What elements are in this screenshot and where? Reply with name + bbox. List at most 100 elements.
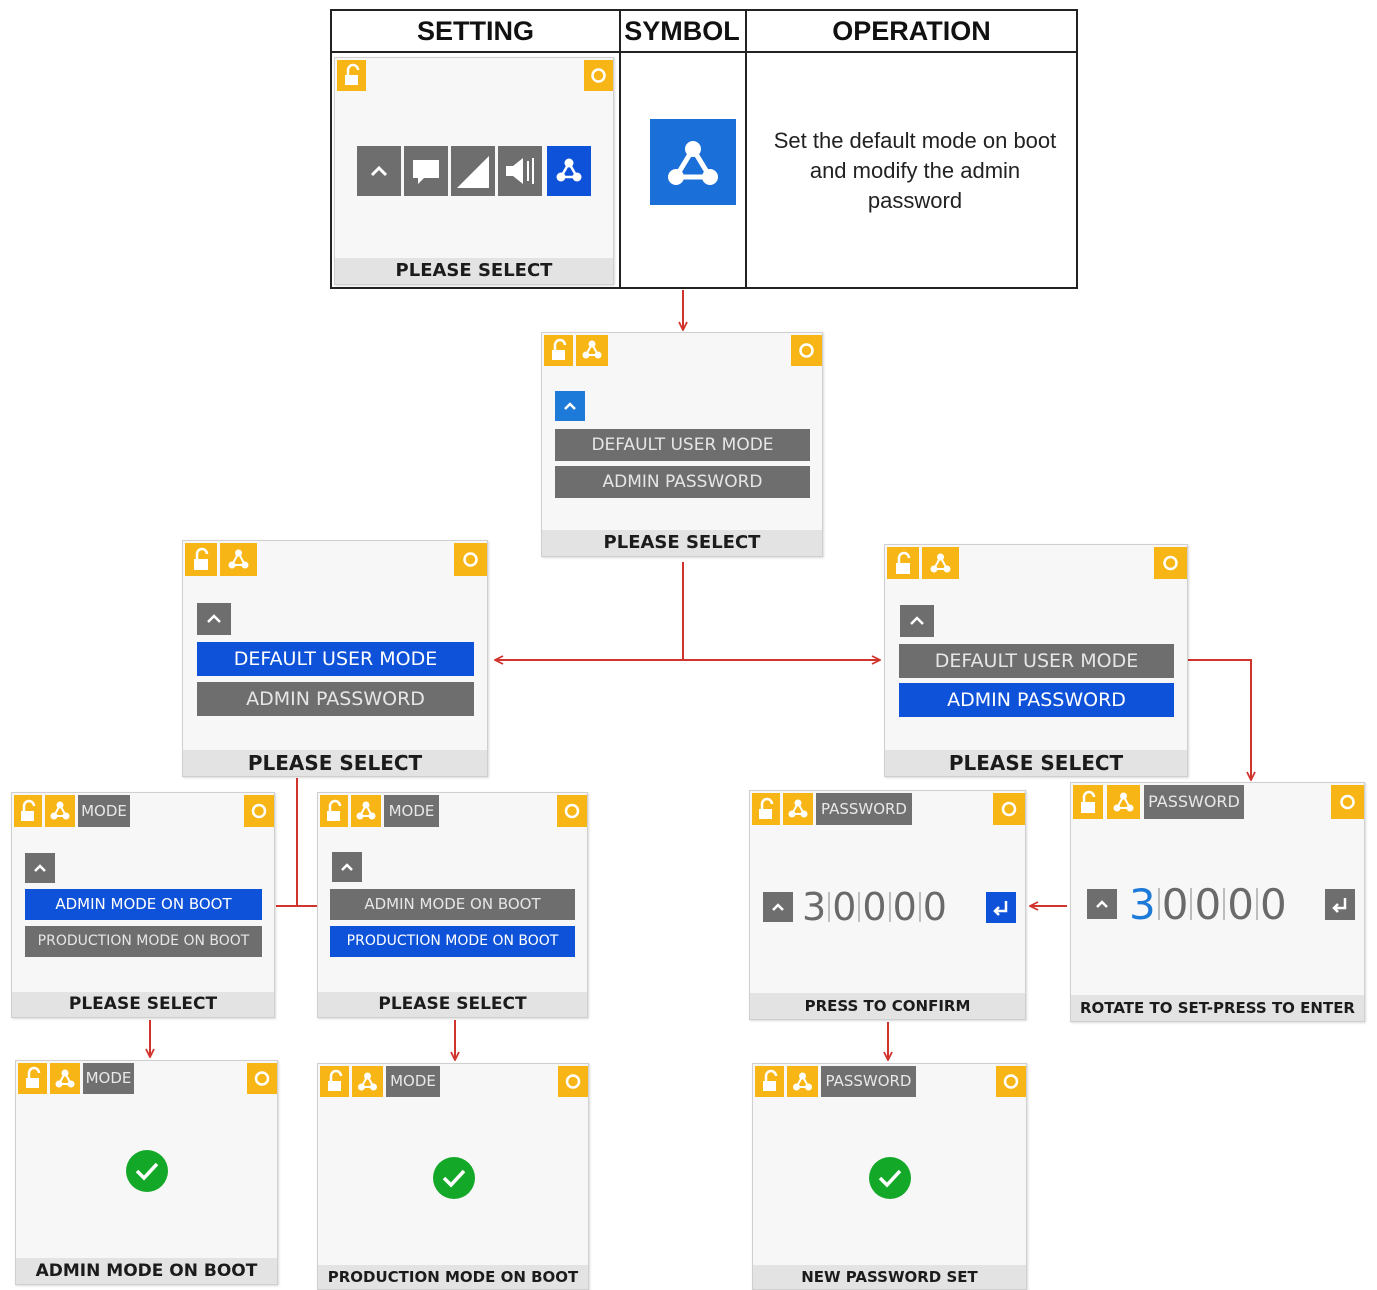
password-digit: 0 [1227,879,1254,929]
header-setting: SETTING [416,16,534,46]
screen-tag: MODE [83,1063,134,1094]
gear-icon[interactable] [584,60,613,91]
screen-tag: MODE [384,795,439,827]
unlock-icon [337,60,366,91]
network-icon [352,1066,383,1097]
screen-footer: PLEASE SELECT [335,258,613,284]
password-digit: 0 [892,885,917,929]
gear-icon[interactable] [558,1066,588,1097]
menu-item-default-user-mode[interactable]: DEFAULT USER MODE [197,642,474,676]
menu-item-default-user-mode[interactable]: DEFAULT USER MODE [899,644,1174,678]
menu-item-production-mode-on-boot[interactable]: PRODUCTION MODE ON BOOT [25,926,262,957]
screen-menu-password-selected: DEFAULT USER MODE ADMIN PASSWORD PLEASE … [884,544,1188,777]
menu-item-admin-password[interactable]: ADMIN PASSWORD [197,682,474,716]
password-digit: 0 [1161,879,1189,929]
gear-icon[interactable] [557,795,587,827]
screen-footer: PLEASE SELECT [542,530,822,556]
header-operation: OPERATION [832,16,991,46]
gear-icon[interactable] [993,793,1025,825]
header-symbol: SYMBOL [624,16,740,46]
network-icon [1107,785,1140,819]
screen-footer: PLEASE SELECT [183,750,487,776]
menu-item-default-user-mode[interactable]: DEFAULT USER MODE [555,429,810,461]
gear-icon[interactable] [454,543,487,576]
network-icon [787,1066,818,1097]
password-digit-active: 3 [1129,879,1156,929]
enter-icon[interactable] [986,892,1016,923]
screen-footer: PLEASE SELECT [885,750,1187,776]
speaker-icon[interactable] [498,146,542,196]
gear-icon[interactable] [244,795,274,827]
screen-production-mode-done: MODE PRODUCTION MODE ON BOOT [317,1063,589,1290]
network-icon [922,547,959,579]
screen-tag: PASSWORD [1144,785,1244,819]
screen-tag: MODE [78,795,130,827]
chevron-up-icon[interactable] [25,853,55,883]
network-icon [45,795,75,827]
menu-item-admin-password[interactable]: ADMIN PASSWORD [899,683,1174,717]
password-digit: 3 [802,885,827,929]
chevron-up-icon[interactable] [763,892,793,922]
screen-footer: ADMIN MODE ON BOOT [16,1258,277,1284]
network-icon [783,793,813,825]
screen-footer: PLEASE SELECT [12,992,274,1017]
unlock-icon [320,1066,349,1097]
password-digits[interactable]: 3 0 0 0 0 [1129,879,1287,929]
speech-bubble-icon[interactable] [404,146,448,196]
gear-icon[interactable] [1154,547,1187,579]
screen-tag: MODE [386,1066,440,1097]
network-icon [576,335,608,366]
chevron-up-icon[interactable] [332,852,362,882]
menu-item-admin-mode-on-boot[interactable]: ADMIN MODE ON BOOT [25,889,262,920]
unlock-icon [18,1063,47,1094]
gear-icon[interactable] [247,1063,277,1094]
screen-menu-default-selected: DEFAULT USER MODE ADMIN PASSWORD PLEASE … [182,540,488,777]
menu-item-production-mode-on-boot[interactable]: PRODUCTION MODE ON BOOT [330,926,575,957]
screen-password-done: PASSWORD NEW PASSWORD SET [752,1063,1027,1290]
unlock-icon [320,795,348,827]
password-digit: 0 [1194,879,1222,929]
unlock-icon [752,793,780,825]
screen-setting-preview: PLEASE SELECT [334,57,614,285]
chevron-up-icon[interactable] [197,603,231,635]
gear-icon[interactable] [996,1066,1026,1097]
network-icon [351,795,381,827]
unlock-icon [887,547,919,579]
screen-footer: ROTATE TO SET-PRESS TO ENTER [1071,995,1364,1021]
network-icon[interactable] [547,146,591,196]
password-digit: 0 [922,885,947,929]
checkmark-icon [869,1157,911,1199]
checkmark-icon [126,1150,168,1192]
unlock-icon [755,1066,784,1097]
network-icon [650,119,736,205]
screen-password-enter: PASSWORD 3 0 0 0 0 ROTATE TO SET-PRESS T… [1070,782,1365,1022]
screen-tag: PASSWORD [816,793,912,825]
unlock-icon [544,335,573,366]
screen-footer: PRESS TO CONFIRM [750,993,1025,1019]
screen-tag: PASSWORD [821,1066,916,1097]
screen-footer: PLEASE SELECT [318,992,587,1017]
unlock-icon [185,543,217,576]
password-digits[interactable]: 3 0 0 0 0 [802,885,947,929]
chevron-up-icon[interactable] [900,605,934,637]
settings-table: SETTING SYMBOL OPERATION Set the default… [330,9,1078,289]
gear-icon[interactable] [1331,785,1364,819]
chevron-up-icon[interactable] [1087,889,1117,919]
screen-footer: PRODUCTION MODE ON BOOT [318,1265,588,1289]
arrow-to-password-enter [1186,659,1251,780]
enter-icon[interactable] [1325,889,1355,920]
unlock-icon [14,795,42,827]
unlock-icon [1073,785,1103,819]
password-digit: 0 [1259,879,1287,929]
gear-icon[interactable] [791,335,822,366]
network-icon [220,543,257,576]
menu-item-admin-mode-on-boot[interactable]: ADMIN MODE ON BOOT [330,889,575,920]
screen-mode-admin-selected: MODE ADMIN MODE ON BOOT PRODUCTION MODE … [11,792,275,1018]
checkmark-icon [433,1157,475,1199]
network-icon [50,1063,80,1094]
menu-item-admin-password[interactable]: ADMIN PASSWORD [555,466,810,498]
chevron-up-icon[interactable] [357,146,401,196]
chevron-up-icon[interactable] [555,391,585,421]
contrast-icon[interactable] [451,146,495,196]
